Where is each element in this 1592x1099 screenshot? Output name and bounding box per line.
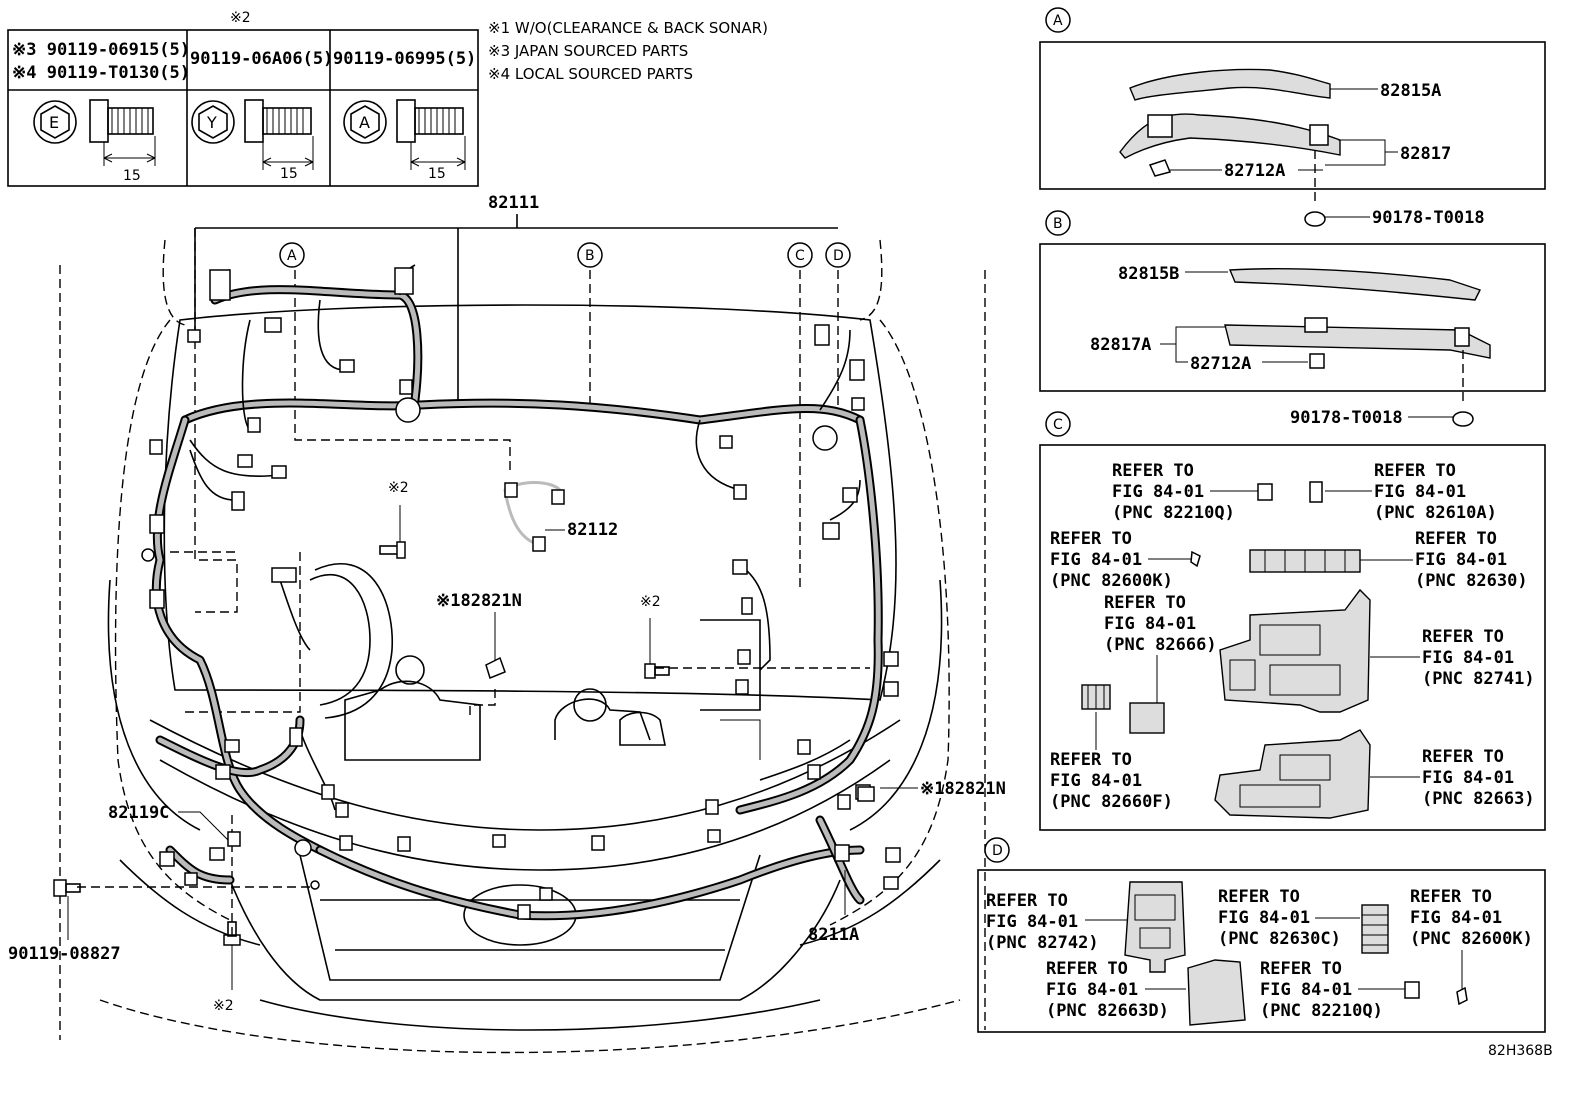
ref-82742-l3: (PNC 82742) bbox=[986, 933, 1099, 953]
ref-82210q-d-l3: (PNC 82210Q) bbox=[1260, 1001, 1383, 1021]
ref-82630c-l3: (PNC 82630C) bbox=[1218, 929, 1341, 949]
ref-82210q-l2: FIG 84-01 bbox=[1112, 482, 1204, 502]
label-82112: 82112 bbox=[567, 520, 618, 540]
ref-82610a-l2: FIG 84-01 bbox=[1374, 482, 1466, 502]
ref-82600k-l2: FIG 84-01 bbox=[1050, 550, 1142, 570]
notes: ※1 W/O(CLEARANCE & BACK SONAR) ※3 JAPAN … bbox=[488, 19, 768, 83]
fastener-table: ※2 ※3 90119-06915(5) ※4 90119-T0130(5) 9… bbox=[7, 10, 479, 187]
ref-82600k-l3: (PNC 82600K) bbox=[1050, 571, 1173, 591]
ref-82666-l1: REFER TO bbox=[1104, 593, 1186, 613]
ref-82630-l2: FIG 84-01 bbox=[1415, 550, 1507, 570]
detail-b-part-90178: 90178-T0018 bbox=[1290, 408, 1403, 428]
detail-c-letter: C bbox=[1053, 417, 1063, 433]
label-82821n-center: ※182821N bbox=[436, 591, 522, 611]
ref-82210q-l1: REFER TO bbox=[1112, 461, 1194, 481]
callout-b: B bbox=[585, 248, 595, 264]
svg-text:15: 15 bbox=[428, 166, 446, 182]
ref-82663-l2: FIG 84-01 bbox=[1422, 768, 1514, 788]
ref-82741-l2: FIG 84-01 bbox=[1422, 648, 1514, 668]
ref-82663d-l3: (PNC 82663D) bbox=[1046, 1001, 1169, 1021]
bolt-center-icon bbox=[379, 505, 406, 559]
ref-82663-l1: REFER TO bbox=[1422, 747, 1504, 767]
callout-a: A bbox=[287, 248, 297, 264]
ref-82610a-l1: REFER TO bbox=[1374, 461, 1456, 481]
label-90119-08827: 90119-08827 bbox=[8, 944, 121, 964]
table-col3-line1: 90119-06995(5) bbox=[333, 49, 476, 69]
svg-text:E: E bbox=[49, 113, 59, 132]
ref-82666-l3: (PNC 82666) bbox=[1104, 635, 1217, 655]
detail-b-part-82712a: 82712A bbox=[1190, 354, 1251, 374]
detail-b: B 82815B 82817A 82712A 90178-T0018 bbox=[1039, 210, 1546, 428]
harness-connectors bbox=[141, 267, 901, 920]
ref-82660f-l2: FIG 84-01 bbox=[1050, 771, 1142, 791]
ref-82630-l1: REFER TO bbox=[1415, 529, 1497, 549]
label-82111: 82111 bbox=[488, 193, 539, 213]
bolt-a-icon: A 15 bbox=[343, 99, 466, 182]
ref-82600k-d-l3: (PNC 82600K) bbox=[1410, 929, 1533, 949]
ref-82660f-l1: REFER TO bbox=[1050, 750, 1132, 770]
detail-a-letter: A bbox=[1053, 13, 1063, 29]
ref-82663d-l1: REFER TO bbox=[1046, 959, 1128, 979]
engine-bay-drawing: A B C D 82111 82112 ※182821N ※2 ※2 ※1828… bbox=[8, 193, 1006, 1054]
ref-82610a-l3: (PNC 82610A) bbox=[1374, 503, 1497, 523]
note2-center: ※2 bbox=[388, 480, 409, 496]
ref-82663d-l2: FIG 84-01 bbox=[1046, 980, 1138, 1000]
figure-code: 82H368B bbox=[1488, 1043, 1553, 1059]
svg-text:15: 15 bbox=[280, 166, 298, 182]
label-82821n-right: ※182821N bbox=[920, 779, 1006, 799]
ref-82600k-d-l1: REFER TO bbox=[1410, 887, 1492, 907]
detail-b-part-82817a: 82817A bbox=[1090, 335, 1151, 355]
table-col1-line2: ※4 90119-T0130(5) bbox=[12, 63, 190, 83]
table-col1-line1: ※3 90119-06915(5) bbox=[12, 40, 190, 60]
ref-82630c-l1: REFER TO bbox=[1218, 887, 1300, 907]
label-8211a: 8211A bbox=[808, 925, 859, 945]
svg-text:15: 15 bbox=[123, 168, 141, 184]
wire-harness bbox=[151, 264, 883, 921]
ref-82630-l3: (PNC 82630) bbox=[1415, 571, 1528, 591]
table-header-note: ※2 bbox=[230, 10, 251, 26]
detail-b-letter: B bbox=[1053, 216, 1063, 232]
note2-bottom: ※2 bbox=[213, 998, 234, 1014]
callout-c: C bbox=[795, 248, 805, 264]
ref-82210q-d-l1: REFER TO bbox=[1260, 959, 1342, 979]
detail-a-part-82712a: 82712A bbox=[1224, 161, 1285, 181]
table-col2-line1: 90119-06A06(5) bbox=[190, 49, 333, 69]
ref-82210q-d-l2: FIG 84-01 bbox=[1260, 980, 1352, 1000]
callout-d: D bbox=[833, 248, 844, 264]
ref-82600k-d-l2: FIG 84-01 bbox=[1410, 908, 1502, 928]
bolt-e-icon: E 15 bbox=[33, 99, 156, 184]
bolt-y-icon: Y 15 bbox=[191, 99, 314, 182]
note-3: ※3 JAPAN SOURCED PARTS bbox=[488, 42, 688, 60]
detail-a-part-82815a: 82815A bbox=[1380, 81, 1441, 101]
detail-c: C REFER TO FIG 84-01 (PNC 82210Q) REFER … bbox=[1039, 411, 1546, 831]
ref-82666-l2: FIG 84-01 bbox=[1104, 614, 1196, 634]
ref-82741-l3: (PNC 82741) bbox=[1422, 669, 1535, 689]
label-82119c: 82119C bbox=[108, 803, 169, 823]
ref-82742-l2: FIG 84-01 bbox=[986, 912, 1078, 932]
ref-82600k-l1: REFER TO bbox=[1050, 529, 1132, 549]
ref-82630c-l2: FIG 84-01 bbox=[1218, 908, 1310, 928]
detail-a-part-90178: 90178-T0018 bbox=[1372, 208, 1485, 228]
ref-82741-l1: REFER TO bbox=[1422, 627, 1504, 647]
ref-82742-l1: REFER TO bbox=[986, 891, 1068, 911]
ref-82210q-l3: (PNC 82210Q) bbox=[1112, 503, 1235, 523]
bolt-bottom-icon bbox=[223, 921, 241, 990]
ref-82660f-l3: (PNC 82660F) bbox=[1050, 792, 1173, 812]
bolt-left-icon bbox=[53, 879, 81, 940]
bolt-right-icon bbox=[644, 618, 670, 679]
detail-d-letter: D bbox=[992, 843, 1003, 859]
detail-a: A 82815A 82817 82712A 90178-T0018 bbox=[1039, 7, 1546, 228]
detail-b-part-82815b: 82815B bbox=[1118, 264, 1179, 284]
note2-right: ※2 bbox=[640, 594, 661, 610]
detail-d: D REFER TO FIG 84-01 (PNC 82742) REFER T… bbox=[977, 837, 1546, 1033]
note-4: ※4 LOCAL SOURCED PARTS bbox=[488, 65, 693, 83]
detail-a-part-82817: 82817 bbox=[1400, 144, 1451, 164]
note-1: ※1 W/O(CLEARANCE & BACK SONAR) bbox=[488, 19, 768, 37]
svg-text:A: A bbox=[359, 113, 370, 132]
svg-text:Y: Y bbox=[206, 113, 217, 132]
ref-82663-l3: (PNC 82663) bbox=[1422, 789, 1535, 809]
